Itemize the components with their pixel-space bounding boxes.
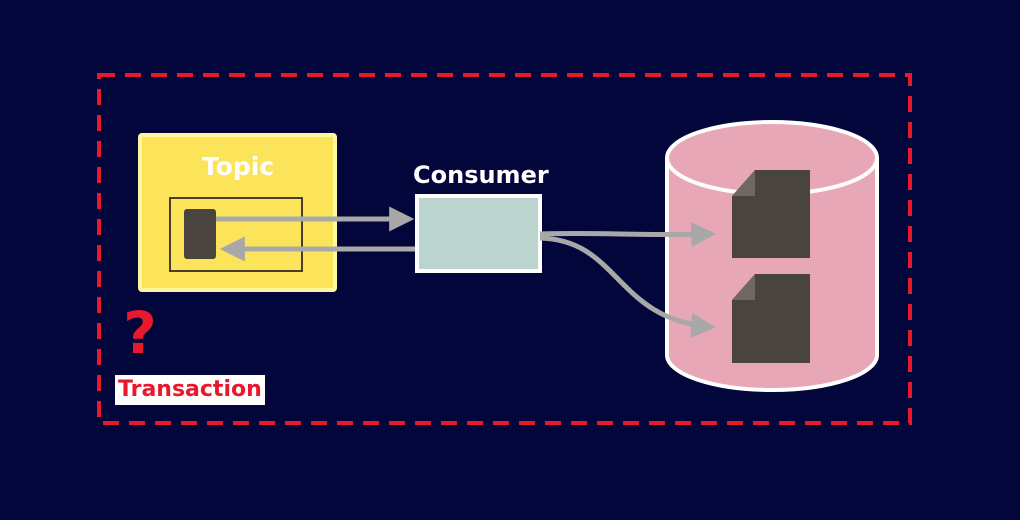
arrow-consumer-to-document-2 [539, 235, 717, 338]
question-mark-icon: ? [123, 299, 157, 367]
consumer-box [415, 194, 542, 273]
transaction-boundary [97, 73, 912, 425]
transaction-label: Transaction [115, 375, 265, 405]
document-icon [732, 274, 810, 363]
database-icon [665, 120, 879, 392]
message-icon [184, 209, 216, 259]
topic-partition [169, 197, 303, 272]
consumer-label: Consumer [413, 161, 549, 189]
arrow-consumer-to-document-1 [539, 222, 717, 248]
topic-label: Topic [202, 152, 275, 181]
document-icon [732, 170, 810, 258]
